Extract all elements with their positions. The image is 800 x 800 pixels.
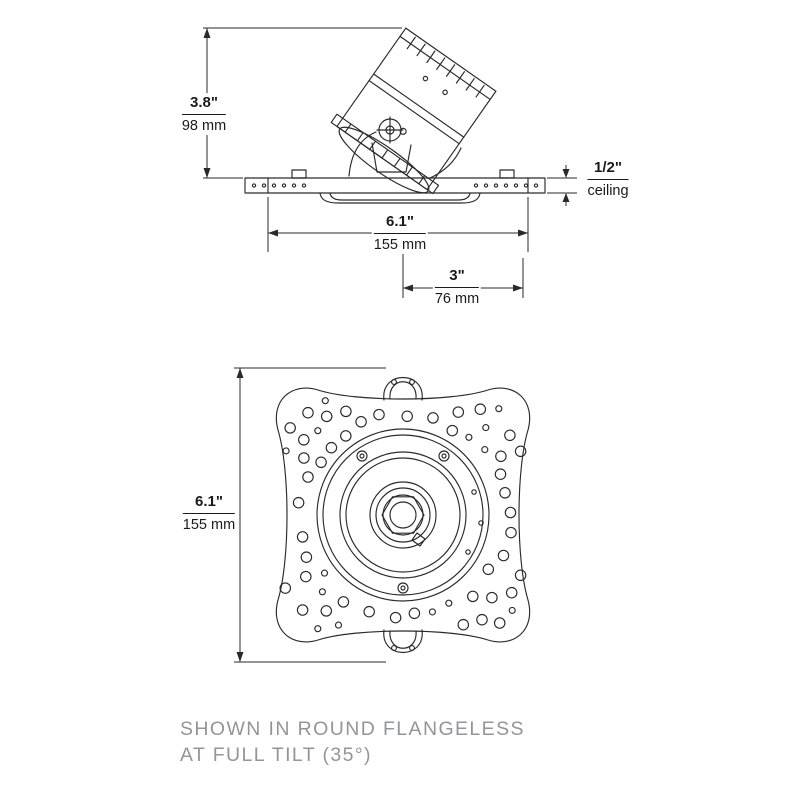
caption-line-2: AT FULL TILT (35°) [180, 744, 372, 766]
aperture-rings [316, 428, 490, 602]
bottom-clip-tab [383, 629, 423, 653]
dim-height-inches: 3.8" [181, 94, 227, 115]
dim-label-center-to-edge: 3" 76 mm [432, 266, 482, 308]
mounting-holes [279, 397, 527, 633]
mounting-plate [244, 169, 546, 194]
dim-label-width: 6.1" 155 mm [371, 212, 429, 254]
yoke-bracket [371, 142, 412, 173]
ring-screws [356, 450, 484, 594]
plaster-plate-outline [275, 387, 531, 643]
dim-label-height: 3.8" 98 mm [179, 93, 229, 135]
dim-ceiling-text: ceiling [587, 183, 629, 199]
dim-width-inches: 6.1" [373, 213, 427, 234]
dim-center-to-edge-mm: 76 mm [434, 291, 480, 307]
dim-center-to-edge-inches: 3" [434, 267, 480, 288]
adjustment-knob [376, 116, 404, 144]
dim-ceiling-inches: 1/2" [587, 159, 629, 180]
dim-height-mm: 98 mm [181, 118, 227, 134]
center-socket [381, 494, 426, 547]
side-view-drawing [244, 27, 546, 204]
fixture-body [330, 27, 497, 195]
bottom-view-drawing [275, 377, 531, 653]
bottom-view-dimensions [234, 367, 386, 663]
dim-label-plate-width: 6.1" 155 mm [180, 492, 238, 534]
dim-width-mm: 155 mm [373, 237, 427, 253]
dim-label-ceiling: 1/2" ceiling [585, 158, 631, 200]
caption: SHOWN IN ROUND FLANGELESS AT FULL TILT (… [180, 716, 525, 768]
caption-line-1: SHOWN IN ROUND FLANGELESS [180, 718, 525, 740]
trim-edge [319, 192, 481, 204]
dim-plate-width-inches: 6.1" [182, 493, 236, 514]
top-clip-tab [383, 377, 423, 401]
side-view-dimensions [203, 27, 577, 298]
dim-plate-width-mm: 155 mm [182, 517, 236, 533]
